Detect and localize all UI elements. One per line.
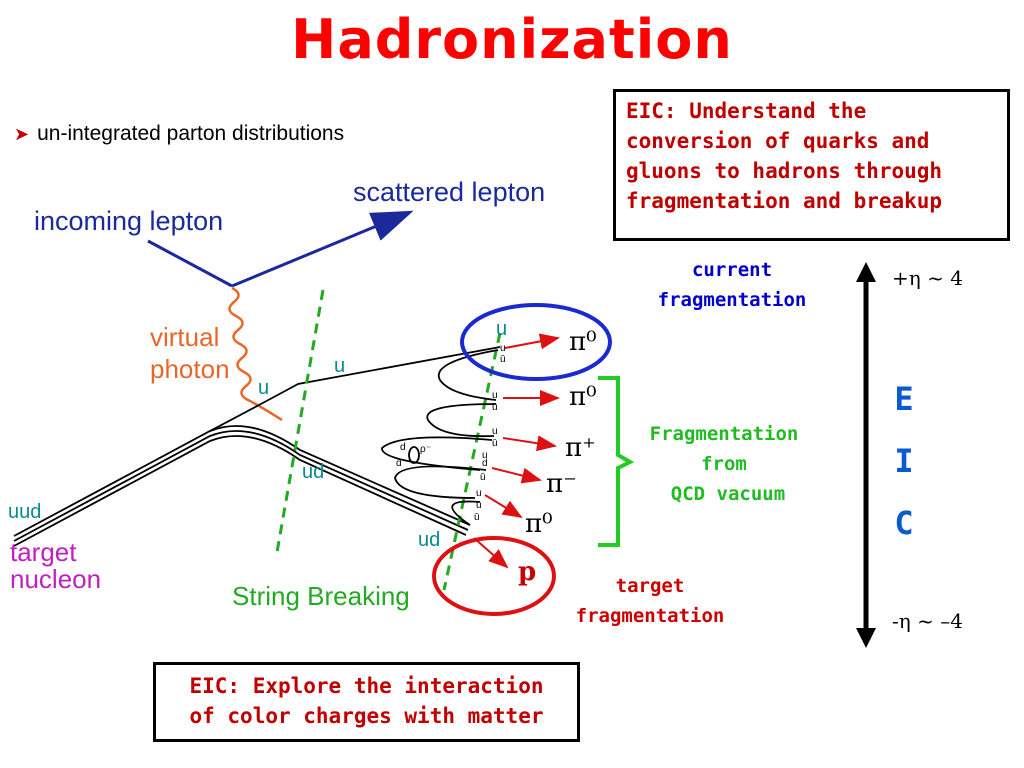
small-quark-label: ū (492, 438, 498, 449)
virtual-photon-label: virtual (150, 322, 219, 352)
page-title: Hadronization (291, 8, 733, 71)
target-fragmentation-label: target (616, 575, 685, 597)
small-quark-label: d (482, 458, 488, 469)
eic-explore-box: EIC: Explore the interaction of color ch… (153, 662, 580, 742)
incoming-lepton-label: incoming lepton (34, 206, 223, 236)
eic-letter: E (894, 380, 913, 418)
small-quark-label: u (500, 343, 506, 354)
uud-label: uud (8, 501, 41, 523)
small-quark-label: ρ⁻ (420, 444, 431, 455)
small-quark-label: ū (474, 512, 480, 523)
incoming-lepton-line (147, 239, 233, 288)
box-top-line: EIC: Understand the (626, 99, 867, 123)
box-top-line: fragmentation and breakup (626, 189, 943, 213)
small-quark-label: u (492, 426, 498, 437)
qcd-fragmentation-label: QCD vacuum (671, 483, 785, 505)
box-bottom-line: EIC: Explore the interaction (189, 674, 544, 698)
bullet-item: ➤ un-integrated parton distributions (14, 122, 344, 146)
eta-bottom-label: -η ~ –4 (892, 609, 963, 633)
small-quark-label: u (476, 500, 482, 511)
hadron-label: π⁰ (569, 382, 597, 412)
string-breaking-line-2 (442, 332, 502, 591)
proton-label: p (518, 557, 536, 587)
quark-label: u (496, 318, 507, 340)
box-top-line: gluons to hadrons through (626, 159, 943, 183)
diquark-label: ud (418, 529, 440, 551)
small-quark-label: u (476, 488, 482, 499)
diquark-label: ud (302, 461, 324, 483)
quark-label: u (258, 377, 269, 399)
target-nucleon-label: nucleon (10, 564, 101, 594)
eic-understand-box: EIC: Understand the conversion of quarks… (613, 89, 1010, 241)
hadron-label: π⁺ (565, 433, 596, 463)
target-fragmentation-ellipse (432, 536, 556, 616)
box-top-line: conversion of quarks and (626, 129, 930, 153)
hadron-label: π⁰ (569, 327, 597, 357)
qcd-fragmentation-label: from (701, 453, 747, 475)
scattered-lepton-label: scattered lepton (353, 177, 545, 207)
current-fragmentation-label: current (692, 259, 772, 281)
eic-double-arrow (856, 262, 876, 648)
hadron-label: π⁻ (546, 469, 577, 499)
string-breaking-label: String Breaking (232, 581, 410, 611)
struck-quark-line (209, 346, 501, 432)
virtual-photon-label: photon (150, 354, 230, 384)
current-fragmentation-label: fragmentation (658, 289, 807, 311)
red-arrow-bullet-icon: ➤ (14, 124, 30, 144)
virtual-photon-wave (228, 286, 283, 422)
current-fragmentation-ellipse (460, 303, 612, 381)
qcd-fragmentation-label: Fragmentation (650, 423, 799, 445)
box-bottom-line: of color charges with matter (189, 704, 544, 728)
small-quark-label: d̄ (396, 458, 402, 469)
small-quark-label: ū (492, 402, 498, 413)
hadron-arrows (473, 333, 560, 569)
target-nucleon-label: target (10, 537, 77, 567)
eic-letter: I (894, 442, 913, 480)
scattered-lepton-line (231, 210, 414, 288)
small-quark-label: ū (480, 472, 486, 483)
string-breaking-line (274, 289, 325, 559)
small-quark-label: ū (500, 354, 506, 365)
eic-letter: C (894, 504, 913, 542)
small-quark-label: d (400, 442, 406, 453)
bullet-text: un-integrated parton distributions (37, 122, 345, 145)
small-quark-label: u (482, 450, 488, 461)
quark-label: u (334, 355, 345, 377)
eta-top-label: +η ~ 4 (892, 266, 963, 290)
hadron-label: π⁰ (525, 509, 553, 539)
small-quark-label: u (492, 390, 498, 401)
fragmentation-bracket (598, 376, 635, 547)
target-fragmentation-label: fragmentation (576, 605, 725, 627)
